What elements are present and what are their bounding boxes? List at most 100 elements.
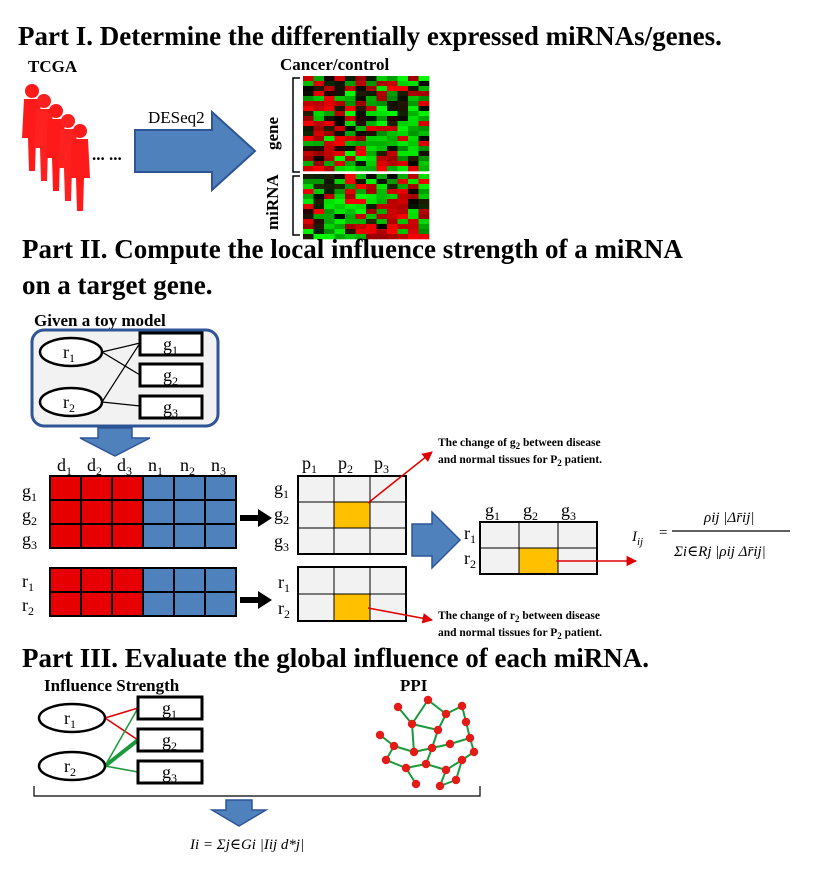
- p3-g3-label: g3: [162, 762, 177, 785]
- col-d2: d2: [87, 455, 102, 478]
- r2-p2-highlight: [334, 594, 370, 621]
- person-figure: [70, 124, 90, 211]
- ppi-node: [469, 747, 479, 757]
- formula-denominator: Σi∈Rj |ρij Δr̄ij|: [673, 544, 766, 560]
- ppi-node: [381, 755, 391, 765]
- influence-edges: [103, 707, 140, 773]
- formula-lhs: Iij: [631, 529, 643, 548]
- col-p2: p2: [338, 453, 353, 476]
- toy-model-edges: [101, 342, 141, 407]
- row-r2: r2: [22, 595, 34, 618]
- row-g2: g2: [22, 505, 37, 528]
- inf-col-g1: g1: [485, 500, 500, 523]
- influence-row-labels: r1 r2: [464, 523, 476, 571]
- part3-section: Part III. Evaluate the global influence …: [22, 643, 649, 853]
- ppi-edge: [411, 723, 415, 753]
- ppi-node: [445, 739, 455, 749]
- pc-row-r2: r2: [278, 598, 290, 621]
- pc-row-r1: r1: [278, 572, 290, 595]
- influence-strength-label: Influence Strength: [44, 676, 180, 695]
- mirna-change-matrix: [297, 566, 407, 622]
- deseq2-arrow: [134, 109, 257, 193]
- ppi-node: [435, 781, 445, 791]
- ppi-node: [409, 747, 419, 757]
- ppi-node: [451, 775, 461, 785]
- ppi-network: [375, 695, 479, 791]
- row-r1: r1: [22, 571, 34, 594]
- bottom-brace: [33, 786, 481, 797]
- part2-title-line1: Part II. Compute the local influence str…: [22, 234, 683, 264]
- ppi-node: [441, 765, 451, 775]
- ellipsis-label: ... ...: [92, 145, 122, 164]
- inf-col-g3: g3: [561, 500, 576, 523]
- ppi-edge: [411, 699, 429, 725]
- g2-p2-highlight: [334, 502, 370, 528]
- toy-r1-node: r1: [38, 336, 104, 368]
- patients-icon: [22, 84, 90, 211]
- p3-r1-label: r1: [64, 708, 76, 731]
- toy-g1-label: g1: [163, 334, 178, 357]
- row-g1: g1: [22, 481, 37, 504]
- p3-g2-node: g2: [136, 727, 204, 753]
- influence-col-headers: g1 g2 g3: [485, 500, 576, 523]
- mirna-expression-matrix: [49, 567, 237, 617]
- gene-row-labels: g1 g2 g3: [22, 481, 37, 552]
- part2-title-line2: on a target gene.: [22, 270, 212, 300]
- ppi-node: [389, 741, 399, 751]
- toy-g1-node: g1: [138, 331, 204, 357]
- mirna-row-labels: r1 r2: [22, 571, 34, 618]
- ppi-node: [393, 702, 403, 712]
- tcga-label: TCGA: [28, 57, 78, 76]
- annot-mirna-line2: and normal tissues for P2 patient.: [438, 627, 602, 641]
- ppi-node: [407, 719, 417, 729]
- p3-g2-label: g2: [162, 730, 177, 753]
- bottom-down-arrow: [209, 799, 269, 827]
- toy-g2-label: g2: [163, 365, 178, 388]
- gene-expression-matrix: [49, 475, 237, 549]
- heatmap-title: Cancer/control: [280, 55, 389, 74]
- p3-g1-label: g1: [162, 698, 177, 721]
- part3-title: Part III. Evaluate the global influence …: [22, 643, 649, 673]
- col-n3: n3: [211, 455, 226, 478]
- ppi-label: PPI: [400, 676, 428, 695]
- col-p3: p3: [374, 453, 389, 476]
- ppi-node: [465, 733, 475, 743]
- mirna-label: miRNA: [263, 174, 282, 230]
- heatmap: [303, 76, 430, 240]
- row-g3: g3: [22, 529, 37, 552]
- ppi-node: [457, 701, 467, 711]
- toy-r2-label: r2: [63, 392, 75, 415]
- annot-gene-line1: The change of g2 between disease: [438, 437, 601, 451]
- local-influence-formula: Iij = ρij |Δr̄ij| Σi∈Rj |ρij Δr̄ij|: [631, 510, 790, 560]
- annot-mirna-arrow: [367, 607, 434, 624]
- inf-row-r2: r2: [464, 548, 476, 571]
- gene-bracket: [292, 77, 300, 173]
- part2-section: Part II. Compute the local influence str…: [22, 234, 790, 641]
- expr-col-headers: d1 d2 d3 n1 n2 n3: [57, 455, 226, 478]
- ppi-node: [427, 743, 437, 753]
- col-n2: n2: [180, 455, 195, 478]
- ppi-node: [421, 759, 431, 769]
- formula-numerator: ρij |Δr̄ij|: [703, 510, 755, 526]
- toy-g3-node: g3: [138, 394, 204, 420]
- toy-r1-label: r1: [63, 342, 75, 365]
- p3-g1-node: g1: [136, 695, 204, 721]
- part1-title: Part I. Determine the differentially exp…: [18, 21, 722, 51]
- down-arrow: [79, 427, 151, 457]
- mirna-change-row-labels: r1 r2: [278, 572, 290, 621]
- part1-section: Part I. Determine the differentially exp…: [18, 21, 722, 240]
- ppi-node: [401, 763, 411, 773]
- p3-g3-node: g3: [136, 759, 204, 785]
- inf-col-g2: g2: [523, 500, 538, 523]
- pc-row-g1: g1: [274, 478, 289, 501]
- ppi-node: [433, 725, 443, 735]
- global-influence-formula: Ii = Σj∈Gi |Iij d*j|: [189, 837, 304, 853]
- ppi-node: [375, 730, 385, 740]
- pc-row-g2: g2: [274, 504, 289, 527]
- p3-r2-node: r2: [37, 750, 107, 782]
- p3-r1-node: r1: [37, 702, 107, 734]
- toy-model-label: Given a toy model: [34, 311, 166, 330]
- ppi-node: [457, 755, 467, 765]
- to-influence-arrow: [411, 510, 462, 570]
- ppi-edge: [411, 723, 439, 731]
